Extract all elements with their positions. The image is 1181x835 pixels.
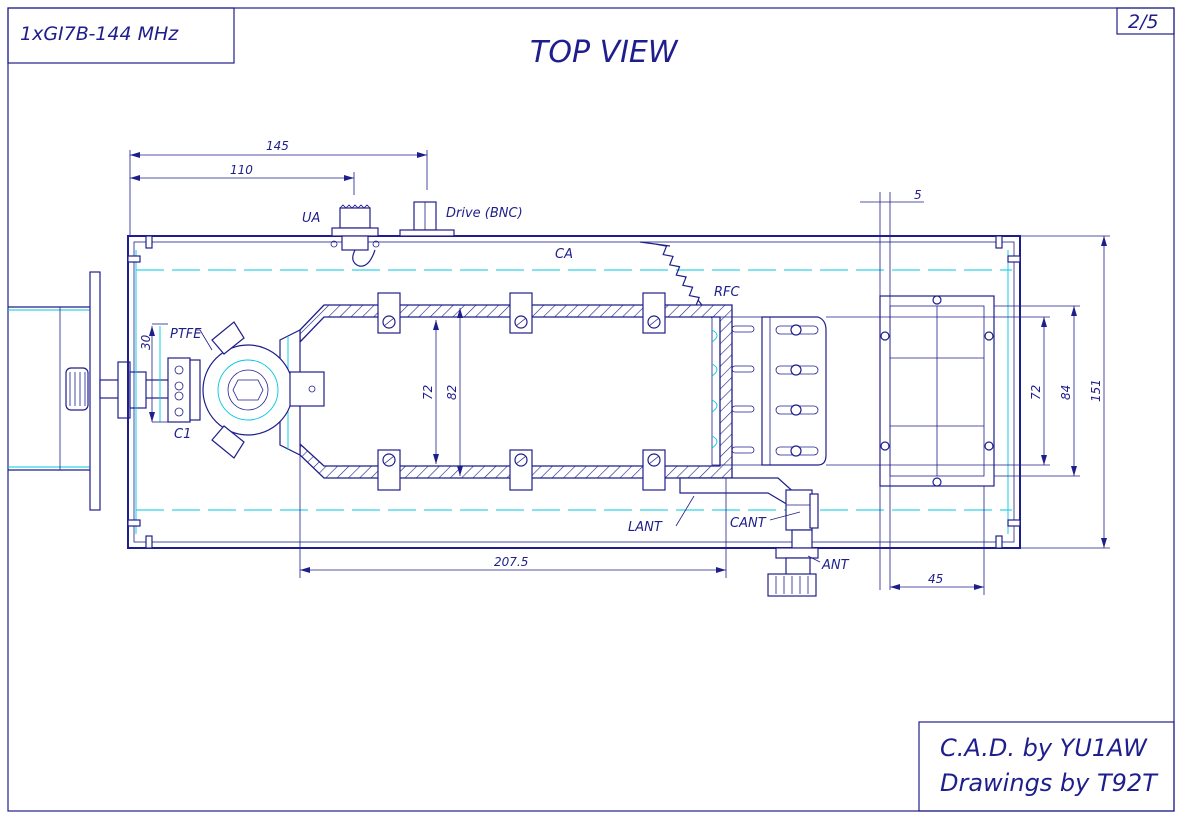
ant-connector <box>767 547 819 597</box>
title-text: 1xGI7B-144 MHz <box>20 23 179 45</box>
dim-151: 151 <box>1089 379 1103 402</box>
label-ca: CA <box>555 247 573 262</box>
drive-bnc-connector <box>399 201 455 237</box>
plate-screws <box>775 324 819 457</box>
cyan-contacts <box>711 329 718 449</box>
output-plate-assembly <box>711 316 827 466</box>
tube-assembly <box>196 321 325 459</box>
dim-84: 84 <box>1059 385 1073 400</box>
dim-207: 207.5 <box>494 555 528 569</box>
finger-slots <box>731 325 755 454</box>
dim-5: 5 <box>914 188 922 202</box>
c1-capacitor <box>152 323 201 423</box>
ua-connector <box>330 204 380 267</box>
sheet-number: 2/5 <box>1128 11 1159 33</box>
dim-110: 110 <box>230 163 253 177</box>
title-block: 1xGI7B-144 MHz <box>7 7 235 64</box>
view-title: TOP VIEW <box>530 35 679 70</box>
right-vent-block <box>879 295 995 487</box>
signature-line1: C.A.D. by YU1AW <box>940 734 1148 762</box>
label-rfc: RFC <box>714 285 741 300</box>
sheet-border <box>7 7 1175 812</box>
signature-block: C.A.D. by YU1AW Drawings by T92T <box>918 721 1175 812</box>
dimension-lines <box>129 150 1110 595</box>
signature-line2: Drawings by T92T <box>940 769 1159 797</box>
cant-capacitor <box>785 489 819 549</box>
tuning-shaft-assembly <box>8 271 196 511</box>
label-ua: UA <box>302 211 320 226</box>
label-c1: C1 <box>174 427 191 442</box>
top-clamps <box>377 292 666 334</box>
anode-cavity <box>299 292 733 491</box>
dim-72-left: 72 <box>421 385 435 400</box>
label-ptfe: PTFE <box>170 327 202 342</box>
dim-30: 30 <box>139 334 153 350</box>
label-cant: CANT <box>730 516 767 531</box>
chassis-box <box>127 235 1021 549</box>
label-drive: Drive (BNC) <box>446 206 523 221</box>
bottom-clamps <box>377 449 666 491</box>
sheet-number-block: 2/5 <box>1116 7 1175 35</box>
dim-145: 145 <box>266 139 289 153</box>
dim-72-right: 72 <box>1029 385 1043 400</box>
label-lant: LANT <box>628 520 663 535</box>
dim-45: 45 <box>928 572 943 586</box>
label-ant: ANT <box>821 558 850 573</box>
dim-82: 82 <box>445 385 459 400</box>
